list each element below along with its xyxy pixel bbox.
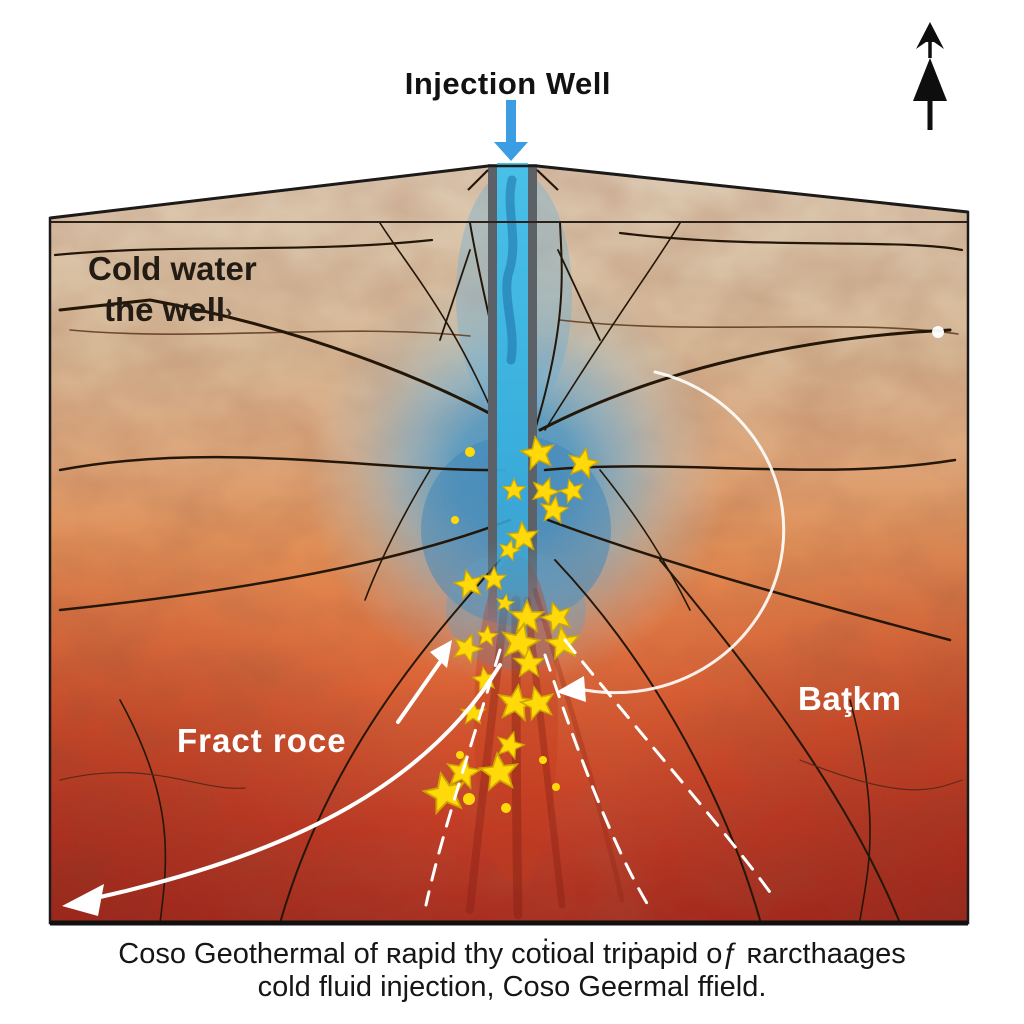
rock-block: [48, 163, 970, 926]
flow-arrow-up: [396, 653, 447, 724]
block-outline: [48, 164, 970, 926]
cold-water-label-line2: the well›: [104, 291, 233, 328]
flow-dashed-3: [563, 638, 774, 897]
circulation-arc: [573, 370, 786, 695]
fluid-droplet: [465, 447, 475, 457]
flow-arrows: [62, 326, 944, 916]
highlight-dot: [932, 326, 944, 338]
depth-scale-label: Baţkm: [798, 680, 902, 717]
circulation-arrowhead: [556, 676, 586, 702]
flow-arrowhead-left: [62, 884, 104, 916]
cold-water-label: Cold water the well›: [88, 248, 257, 332]
fracture-cracks: [53, 222, 964, 923]
fluid-droplet: [451, 516, 459, 524]
fluid-droplet: [463, 793, 475, 805]
injection-arrow-icon: [494, 100, 528, 161]
flow-dashed-2: [543, 653, 650, 907]
diagram-title: Injection Well: [404, 66, 611, 101]
flow-arrowhead-up: [430, 640, 452, 668]
injection-well-pipe: [467, 163, 559, 658]
fluid-droplets-layer: [451, 447, 560, 813]
fluid-droplet: [501, 803, 511, 813]
caption-line2: cold fluid injection, Coso Geermal ffiel…: [257, 971, 767, 1003]
well-casing-left: [488, 164, 497, 619]
fluid-droplet: [552, 783, 560, 791]
fractured-rock-label: Fract roce: [177, 722, 347, 759]
north-arrow-icon: [913, 22, 947, 130]
well-casing-right: [528, 164, 537, 619]
fluid-droplet: [456, 751, 464, 759]
cold-water-label-line1: Cold water: [88, 250, 257, 287]
small-arrow-icon: ›: [225, 299, 233, 324]
injected-water-streak: [502, 175, 518, 365]
figure-caption: Coso Geothermal of ʀapid thy coṫioal tri…: [0, 938, 1024, 1004]
flow-dashed-1: [424, 648, 502, 907]
flow-arrow-left-sweep: [98, 663, 502, 899]
caption-line1: Coso Geothermal of ʀapid thy coṫioal tri…: [118, 938, 906, 970]
fluid-droplet: [539, 756, 547, 764]
